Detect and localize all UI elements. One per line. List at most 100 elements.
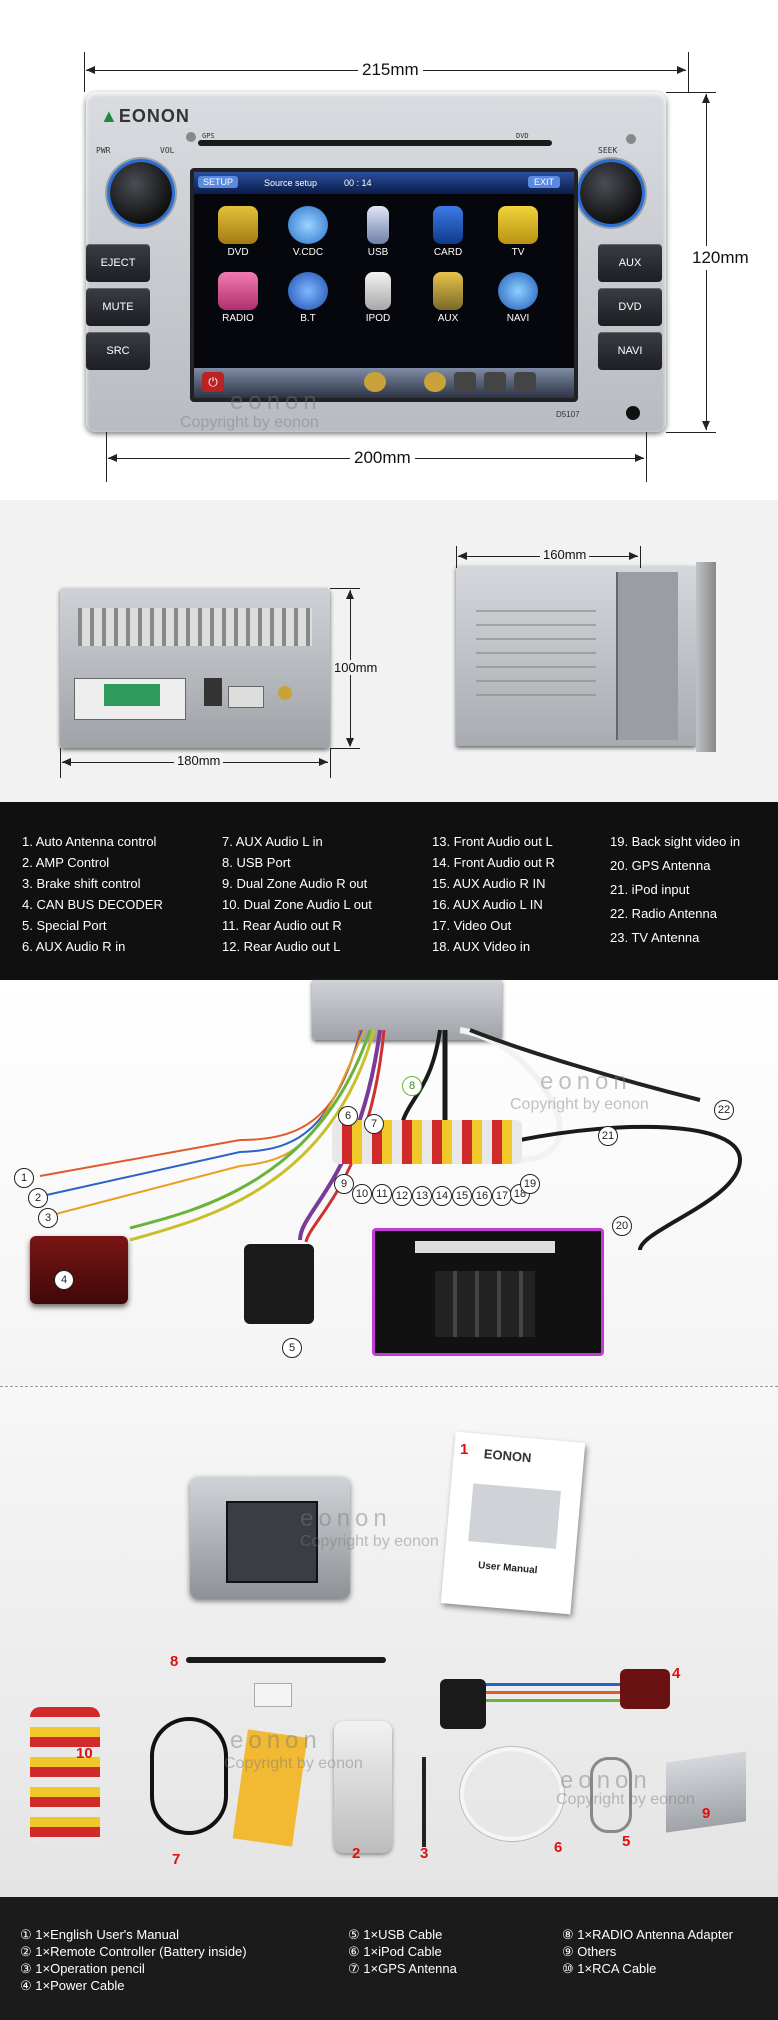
back-side-section: 100mm 180mm 160mm (0, 500, 778, 802)
legend-item: 23. TV Antenna (610, 930, 700, 945)
legend-item: 21. iPod input (610, 882, 690, 897)
callout: 13 (412, 1186, 432, 1206)
package-item: ⑩ 1×RCA Cable (562, 1961, 657, 1976)
manual-title: User Manual (477, 1560, 538, 1577)
app-radio[interactable]: RADIO (204, 272, 272, 324)
eq-icon[interactable] (424, 372, 446, 392)
callout: 16 (472, 1186, 492, 1206)
radio-antenna-adapter (186, 1657, 386, 1663)
head-unit-front: ▲EONON GPS DVD PWR VOL SEEK EJECT MUTE S… (86, 92, 666, 432)
item-number: 7 (172, 1851, 181, 1868)
app-bt[interactable]: B.T (274, 272, 342, 324)
aux-button[interactable]: AUX (598, 244, 662, 282)
legend-item: 3. Brake shift control (22, 876, 141, 891)
watermark-copyright: Copyright by eonon (224, 1755, 363, 1772)
callout: 12 (392, 1186, 412, 1206)
eject-button[interactable]: EJECT (86, 244, 150, 282)
rca-plugs (332, 1120, 522, 1164)
package-item: ⑤ 1×USB Cable (348, 1927, 443, 1942)
home-icon[interactable] (364, 372, 386, 392)
callout: 14 (432, 1186, 452, 1206)
app-tv[interactable]: TV (484, 206, 552, 258)
bars-icon[interactable] (514, 372, 536, 392)
callout: 4 (54, 1270, 74, 1290)
usb-cable (590, 1757, 632, 1833)
item-number: 9 (702, 1805, 711, 1822)
watermark-brand: eonon (560, 1767, 652, 1794)
exit-button[interactable]: EXIT (528, 176, 561, 188)
bottom-width-label: 200mm (350, 448, 415, 468)
rca-cable-bundle (30, 1707, 100, 1847)
globe-icon (498, 272, 538, 310)
legend-item: 12. Rear Audio out L (222, 939, 341, 954)
gps-slot-label: GPS (202, 132, 215, 140)
package-item: ③ 1×Operation pencil (20, 1961, 145, 1976)
setup-button[interactable]: SETUP (198, 176, 239, 188)
radio-icon (218, 272, 258, 310)
callout: 1 (14, 1168, 34, 1188)
app-aux[interactable]: AUX (414, 272, 482, 324)
callout: 22 (714, 1100, 734, 1120)
brightness-icon[interactable] (484, 372, 506, 392)
touch-screen[interactable]: SETUP Source setup 00 : 14 EXIT DVD V.CD… (190, 168, 578, 402)
callout: 5 (282, 1338, 302, 1358)
item-number: 5 (622, 1833, 631, 1850)
cd-icon (288, 206, 328, 244)
brand-logo: ▲EONON (100, 106, 190, 126)
card-icon (433, 206, 463, 244)
watermark-copyright: Copyright by eonon (180, 414, 319, 431)
app-vcdc[interactable]: V.CDC (274, 206, 342, 258)
can-bus-decoder (30, 1236, 128, 1304)
app-card[interactable]: CARD (414, 206, 482, 258)
wiring-diagram-section: 1 2 3 4 5 6 7 8 9 10 11 12 13 14 15 16 1… (0, 980, 778, 1386)
watermark-copyright: Copyright by eonon (510, 1096, 649, 1113)
app-dvd[interactable]: DVD (204, 206, 272, 258)
usb-icon (367, 206, 389, 244)
callout: 9 (334, 1174, 354, 1194)
watermark-brand: eonon (540, 1068, 632, 1095)
callout: 19 (520, 1174, 540, 1194)
legend-item: 8. USB Port (222, 855, 291, 870)
vol-label: VOL (160, 146, 175, 155)
legend-item: 16. AUX Audio L IN (432, 897, 543, 912)
callout: 20 (612, 1216, 632, 1236)
navi-button[interactable]: NAVI (598, 332, 662, 370)
eonon-logo-icon: ▲ (100, 106, 119, 126)
wiring-cables (39, 1027, 743, 1251)
app-navi[interactable]: NAVI (484, 272, 552, 324)
watermark-brand: eonon (300, 1505, 392, 1532)
app-ipod[interactable]: IPOD (344, 272, 412, 324)
watermark-brand: eonon (230, 388, 322, 415)
legend-item: 13. Front Audio out L (432, 834, 553, 849)
disc-slot[interactable] (198, 140, 552, 146)
back-width-label: 180mm (174, 753, 224, 768)
green-connector (104, 684, 160, 706)
head-unit-side (456, 566, 696, 746)
legend-item: 9. Dual Zone Audio R out (222, 876, 368, 891)
grid-icon[interactable] (454, 372, 476, 392)
dvd-slot-label: DVD (516, 132, 529, 140)
antenna-jack (278, 686, 292, 700)
ipod-cable (460, 1747, 564, 1841)
package-item: ⑨ Others (562, 1944, 617, 1959)
dvd-button[interactable]: DVD (598, 288, 662, 326)
seek-knob[interactable] (580, 162, 642, 224)
package-item: ⑥ 1×iPod Cable (348, 1944, 442, 1959)
item-number: 6 (554, 1839, 563, 1856)
power-icon[interactable]: ⏻ (202, 372, 224, 392)
volume-knob[interactable] (110, 162, 172, 224)
top-width-label: 215mm (358, 60, 423, 80)
app-usb[interactable]: USB (344, 206, 412, 258)
mute-button[interactable]: MUTE (86, 288, 150, 326)
src-button[interactable]: SRC (86, 332, 150, 370)
usb-port (204, 678, 222, 706)
legend-item: 5. Special Port (22, 918, 107, 933)
legend-item: 19. Back sight video in (610, 834, 741, 849)
side-bracket (616, 572, 678, 740)
callout: 2 (28, 1188, 48, 1208)
legend-item: 2. AMP Control (22, 855, 110, 870)
heatsink-fins (78, 608, 312, 646)
legend-item: 1. Auto Antenna control (22, 834, 157, 849)
section-divider (0, 1386, 778, 1387)
package-list-section: ① 1×English User's Manual ② 1×Remote Con… (0, 1897, 778, 2020)
